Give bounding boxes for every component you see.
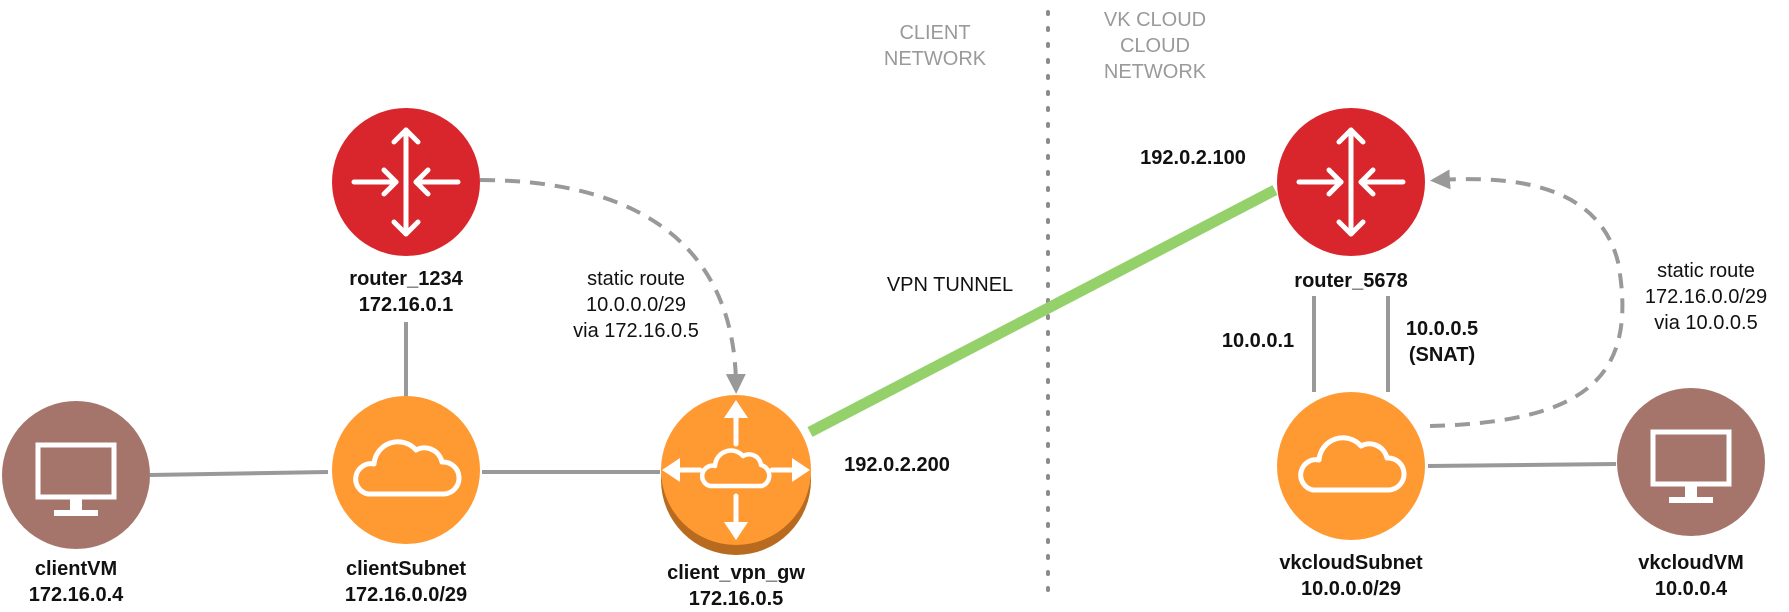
client-subnet-ip: 172.16.0.0/29 bbox=[344, 584, 468, 606]
cloud-icon bbox=[353, 439, 462, 497]
monitor-icon bbox=[1650, 429, 1732, 503]
vk-cloud-network-label-line2: CLOUD bbox=[1119, 35, 1190, 57]
client-static-route-line3: via 172.16.0.5 bbox=[573, 320, 699, 342]
client-vm-node[interactable] bbox=[2, 401, 150, 549]
client-vm-ip: 172.16.0.4 bbox=[28, 584, 124, 606]
client-static-route-line2: 10.0.0.0/29 bbox=[585, 294, 687, 316]
vkcloud-vm-ip: 10.0.0.4 bbox=[1654, 578, 1728, 600]
vpn-tunnel-label: VPN TUNNEL bbox=[860, 272, 1040, 298]
client-subnet-node[interactable] bbox=[332, 396, 480, 544]
router-5678-name: router_5678 bbox=[1294, 270, 1408, 292]
router-icon bbox=[1296, 127, 1406, 237]
vk-cloud-network-label-line1: VK CLOUD bbox=[1103, 9, 1207, 31]
router-1234-label: router_1234 172.16.0.1 bbox=[306, 266, 506, 318]
vkcloud-vm-name: vkcloudVM bbox=[1638, 552, 1744, 574]
vk-static-route-line1: static route bbox=[1657, 260, 1755, 282]
client-subnet-label: clientSubnet 172.16.0.0/29 bbox=[306, 556, 506, 608]
vpn-gw-public-ip: 192.0.2.200 bbox=[844, 454, 950, 476]
client-vm-label: clientVM 172.16.0.4 bbox=[0, 556, 152, 608]
router-5678-label: router_5678 bbox=[1251, 268, 1451, 294]
vk-static-route-arrow bbox=[1429, 169, 1625, 428]
vkcloud-vm-node[interactable] bbox=[1617, 388, 1765, 536]
vpn-gw-public-ip-label: 192.0.2.200 bbox=[822, 452, 972, 478]
router-5678-iface-a-label: 10.0.0.1 bbox=[1208, 328, 1308, 354]
vk-cloud-network-label: VK CLOUD CLOUD NETWORK bbox=[1070, 7, 1240, 85]
client-network-label: CLIENT NETWORK bbox=[850, 20, 1020, 72]
router-5678-iface-a: 10.0.0.1 bbox=[1221, 330, 1295, 352]
client-vpn-gw-node[interactable] bbox=[661, 395, 811, 555]
router-1234-node[interactable] bbox=[332, 108, 480, 256]
client-vpn-gw-ip: 172.16.0.5 bbox=[688, 588, 784, 610]
client-subnet-name: clientSubnet bbox=[345, 558, 466, 580]
router-5678-iface-b-line1: 10.0.0.5 bbox=[1405, 318, 1479, 340]
vpn-tunnel-link bbox=[807, 185, 1278, 437]
client-static-route-label: static route 10.0.0.0/29 via 172.16.0.5 bbox=[536, 266, 736, 344]
vk-cloud-network-label-line3: NETWORK bbox=[1103, 61, 1207, 83]
client-static-route-line1: static route bbox=[587, 268, 685, 290]
router-1234-name: router_1234 bbox=[349, 268, 463, 290]
vkcloud-subnet-label: vkcloudSubnet 10.0.0.0/29 bbox=[1251, 550, 1451, 602]
router-5678-iface-b-line2: (SNAT) bbox=[1408, 344, 1476, 366]
vkcloud-subnet-node[interactable] bbox=[1277, 392, 1425, 540]
client-network-label-line2: NETWORK bbox=[883, 48, 987, 70]
link-clientvm-clientsubnet bbox=[149, 470, 329, 477]
vk-static-route-line3: via 10.0.0.5 bbox=[1654, 312, 1758, 334]
client-vpn-gw-label: client_vpn_gw 172.16.0.5 bbox=[636, 560, 836, 612]
router-5678-public-ip: 192.0.2.100 bbox=[1140, 147, 1246, 169]
vkcloud-subnet-name: vkcloudSubnet bbox=[1279, 552, 1423, 574]
client-static-route-arrow bbox=[479, 178, 746, 394]
monitor-icon bbox=[35, 442, 117, 516]
client-vpn-gw-name: client_vpn_gw bbox=[667, 562, 805, 584]
client-vm-name: clientVM bbox=[34, 558, 118, 580]
vpn-tunnel-text: VPN TUNNEL bbox=[886, 274, 1014, 296]
router-5678-iface-b-label: 10.0.0.5 (SNAT) bbox=[1392, 316, 1492, 368]
vkcloud-subnet-ip: 10.0.0.0/29 bbox=[1300, 578, 1402, 600]
link-vkcloudsubnet-vkcloudvm bbox=[1427, 462, 1617, 468]
client-network-label-line1: CLIENT bbox=[899, 22, 971, 44]
vpn-gateway-icon bbox=[662, 400, 810, 540]
router-1234-ip: 172.16.0.1 bbox=[358, 294, 454, 316]
router-5678-node[interactable] bbox=[1277, 108, 1425, 256]
vkcloud-vm-label: vkcloudVM 10.0.0.4 bbox=[1611, 550, 1771, 602]
router-5678-public-ip-label: 192.0.2.100 bbox=[1118, 145, 1268, 171]
vk-static-route-label: static route 172.16.0.0/29 via 10.0.0.5 bbox=[1626, 258, 1786, 336]
cloud-icon bbox=[1298, 435, 1407, 493]
vk-static-route-line2: 172.16.0.0/29 bbox=[1644, 286, 1768, 308]
router-icon bbox=[351, 127, 461, 237]
